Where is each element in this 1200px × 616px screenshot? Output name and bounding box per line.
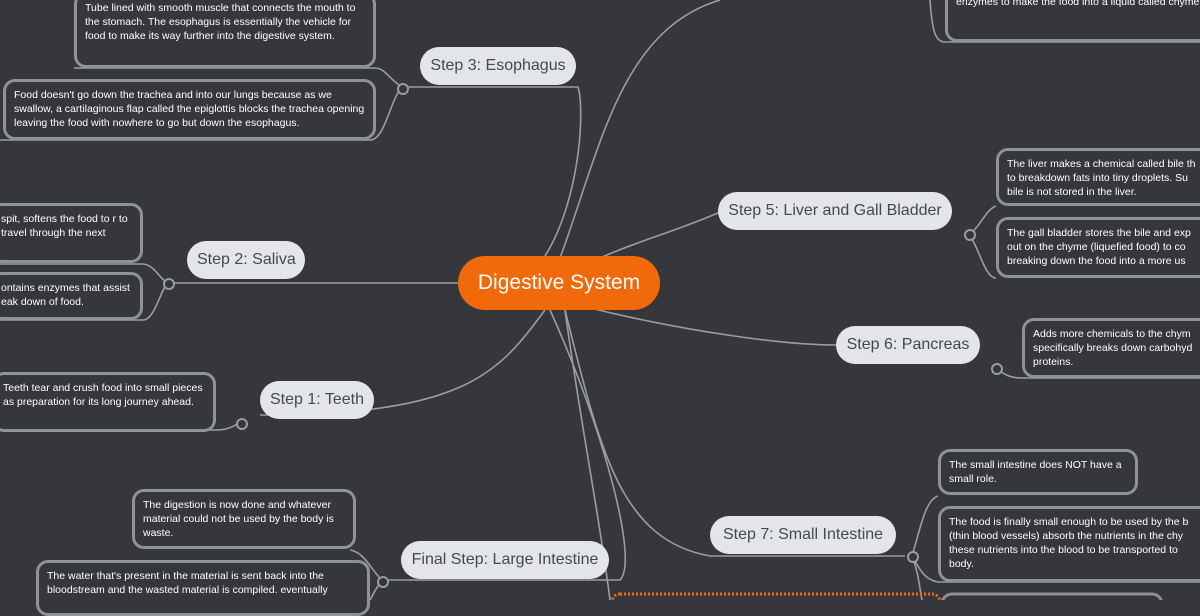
step-7-small-intestine-node[interactable]: Step 7: Small Intestine <box>710 516 896 554</box>
branch-collapse-handle[interactable] <box>907 551 919 563</box>
large-intestine-note-1[interactable]: The digestion is now done and whatever m… <box>132 489 356 549</box>
branch-collapse-handle[interactable] <box>991 363 1003 375</box>
central-topic[interactable]: Digestive System <box>458 256 660 310</box>
step-6-pancreas-node[interactable]: Step 6: Pancreas <box>836 326 980 364</box>
esophagus-note-1[interactable]: Tube lined with smooth muscle that conne… <box>74 0 376 68</box>
step-2-saliva-node[interactable]: Step 2: Saliva <box>187 241 305 279</box>
teeth-note[interactable]: Teeth tear and crush food into small pie… <box>0 372 216 432</box>
step-1-teeth-node[interactable]: Step 1: Teeth <box>260 381 374 419</box>
final-step-large-intestine-node[interactable]: Final Step: Large Intestine <box>401 541 609 579</box>
pancreas-note[interactable]: Adds more chemicals to the chym specific… <box>1022 318 1200 378</box>
esophagus-note-2[interactable]: Food doesn't go down the trachea and int… <box>3 79 376 140</box>
saliva-note-2[interactable]: ontains enzymes that assist eak down of … <box>0 272 143 320</box>
branch-collapse-handle[interactable] <box>964 229 976 241</box>
large-intestine-note-2[interactable]: The water that's present in the material… <box>36 560 370 616</box>
highlighted-node-outline <box>610 592 942 600</box>
branch-collapse-handle[interactable] <box>236 418 248 430</box>
branch-collapse-handle[interactable] <box>397 83 409 95</box>
step-3-esophagus-node[interactable]: Step 3: Esophagus <box>420 47 576 85</box>
step-5-liver-node[interactable]: Step 5: Liver and Gall Bladder <box>718 192 952 230</box>
branch-collapse-handle[interactable] <box>377 576 389 588</box>
branch-collapse-handle[interactable] <box>163 278 175 290</box>
stomach-note[interactable]: enzymes to make the food into a liquid c… <box>945 0 1200 42</box>
partial-note-outline <box>941 592 1163 600</box>
small-intestine-note-1[interactable]: The small intestine does NOT have a smal… <box>938 449 1138 495</box>
liver-note[interactable]: The liver makes a chemical called bile t… <box>996 148 1200 206</box>
gall-bladder-note[interactable]: The gall bladder stores the bile and exp… <box>996 217 1200 278</box>
small-intestine-note-2[interactable]: The food is finally small enough to be u… <box>938 506 1200 582</box>
saliva-note-1[interactable]: spit, softens the food to r to travel th… <box>0 203 143 263</box>
